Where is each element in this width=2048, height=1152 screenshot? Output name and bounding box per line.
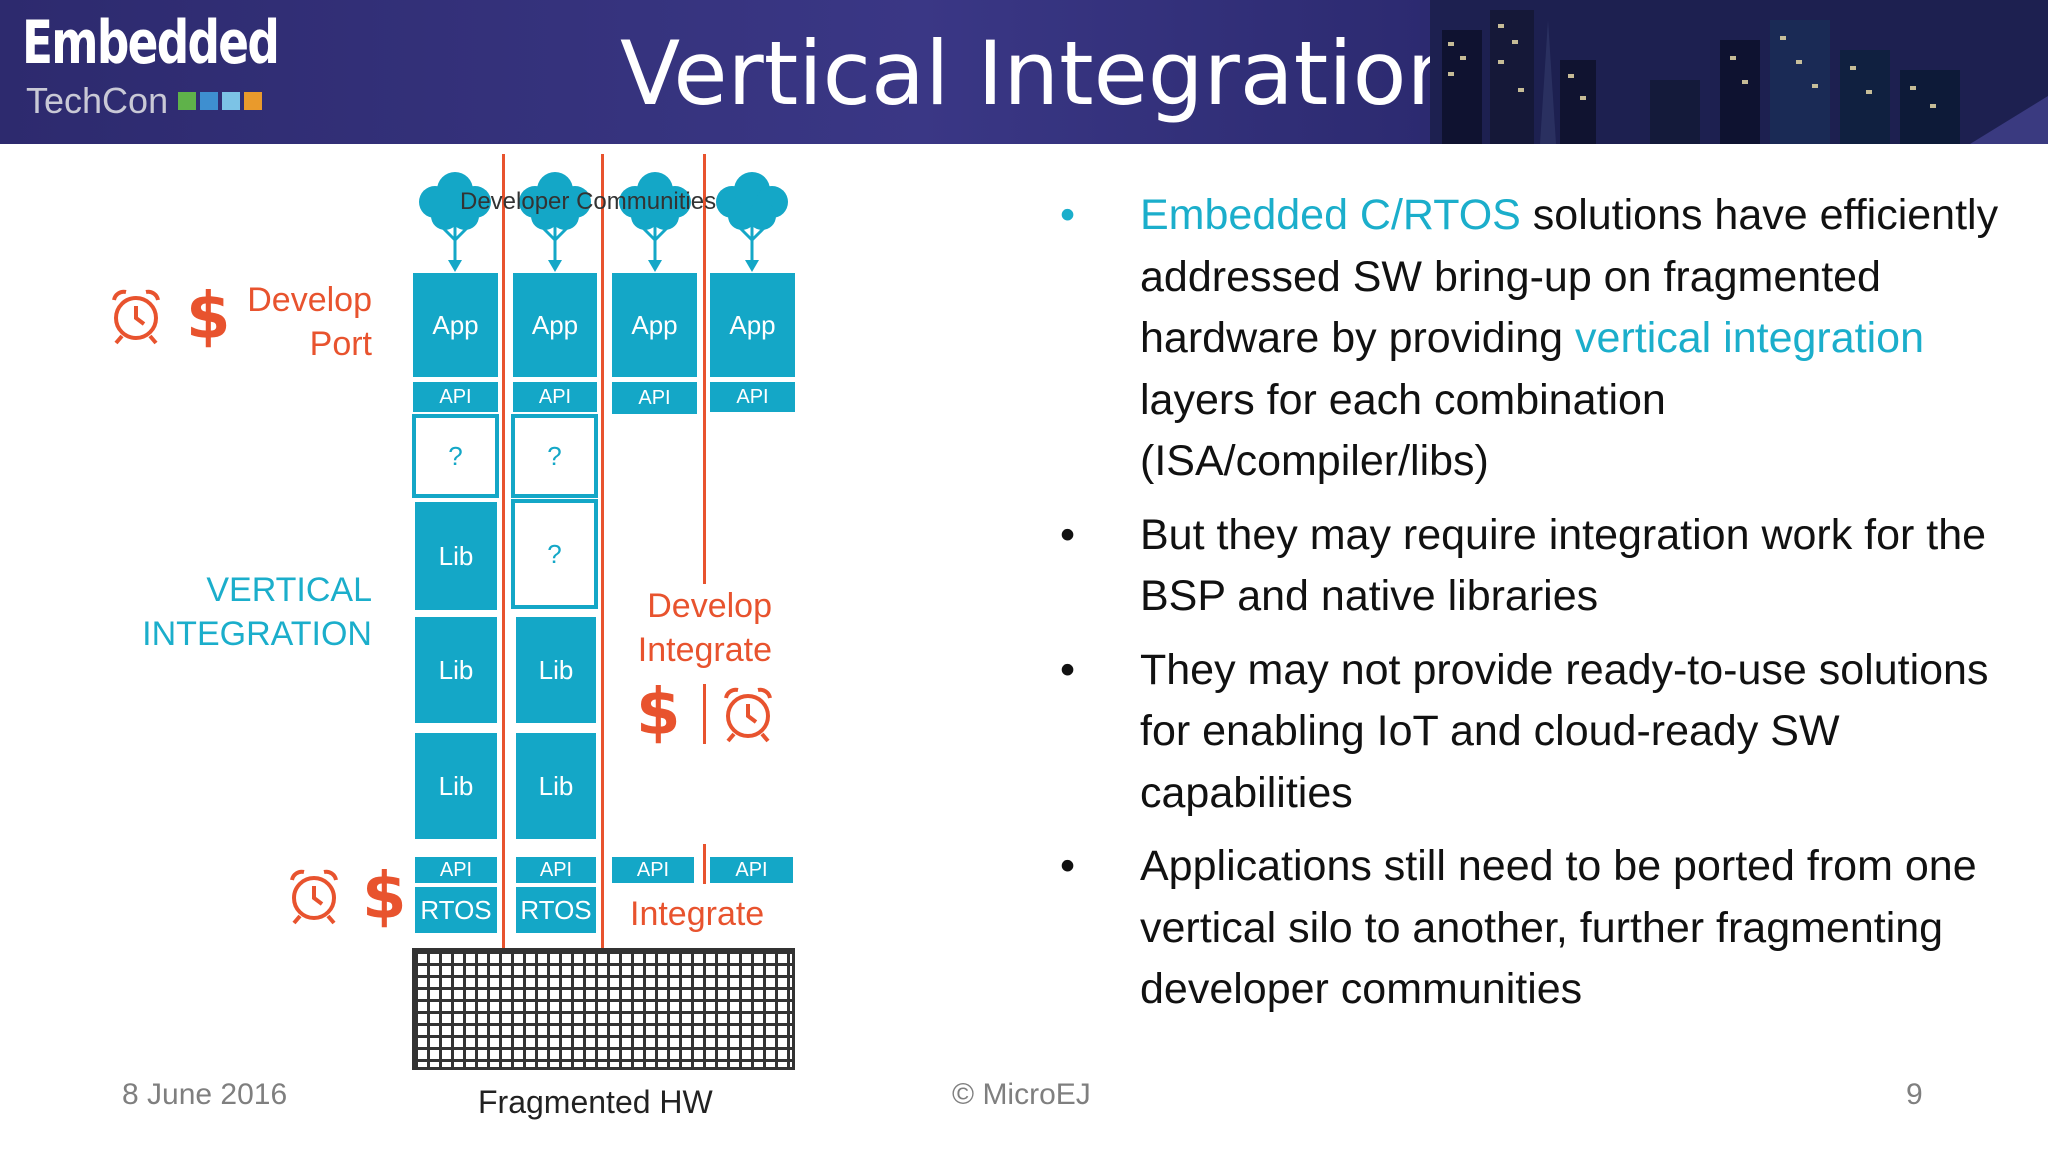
api-block: API [413,382,498,412]
logo-square-icon [222,92,240,110]
lib-block: Lib [415,502,497,610]
api-block: API [513,382,597,412]
vertical-integration-diagram: Developer Communities App App App App AP… [0,144,1000,1152]
unknown-block: ? [412,414,499,498]
footer-date: 8 June 2016 [122,1078,288,1111]
rtos-block: RTOS [415,887,497,933]
bullet-item: • Applications still need to be ported f… [1060,836,2020,1021]
page-number: 9 [1906,1078,1923,1111]
alarm-clock-icon [290,869,338,925]
bullet-item: • Embedded C/RTOS solutions have efficie… [1060,185,2020,493]
logo-techcon: TechCon [26,80,169,121]
alarm-clock-icon [112,289,160,345]
silo-separator-line [703,844,706,884]
bullet-item: • They may not provide ready-to-use solu… [1060,640,2020,825]
lib-block: Lib [516,733,596,839]
api-block: API [612,382,697,414]
silo-separator-line [703,154,706,584]
footer-copyright: © MicroEJ [952,1078,1091,1111]
vertical-integration-label: VERTICAL INTEGRATION [142,571,372,653]
logo-square-icon [200,92,218,110]
fragmented-hw-grid [412,948,795,1070]
cost-dollar-icon: $ [186,280,231,354]
bullet-dot-icon: • [1060,510,1076,559]
developer-cloud-icon [419,172,491,272]
slide-title: Vertical Integration [620,22,1463,125]
app-block: App [413,273,498,377]
api-block: API [612,857,694,883]
bullet-item: • But they may require integration work … [1060,505,2020,628]
city-skyline-image [1430,0,2048,144]
develop-port-label: Develop Port [247,281,372,363]
alarm-clock-icon [724,687,772,743]
app-block: App [513,273,597,377]
developer-communities-label: Developer Communities [460,188,717,215]
rtos-block: RTOS [516,887,596,933]
bullet-dot-icon: • [1060,842,1076,890]
api-block: API [516,857,596,883]
silo-separator-line [601,154,604,966]
api-block: API [710,382,795,412]
cost-dollar-icon: $ [362,860,407,934]
developer-cloud-icon [716,172,788,272]
lib-block: Lib [415,617,497,723]
bullet-dot-icon: • [1060,191,1076,239]
developer-cloud-icon [619,172,691,272]
logo-embedded: Embedded [22,8,280,78]
header-banner: Embedded TechCon Vertical Integration [0,0,2048,144]
logo-square-icon [178,92,196,110]
app-block: App [612,273,697,377]
fragmented-hw-label: Fragmented HW [478,1084,713,1120]
unknown-block: ? [511,499,598,609]
lib-block: Lib [415,733,497,839]
unknown-block: ? [511,414,598,498]
api-block: API [710,857,793,883]
developer-cloud-icon [519,172,591,272]
logo-square-icon [244,92,262,110]
cost-dollar-icon: $ [636,676,681,750]
bullet-dot-icon: • [1060,645,1076,694]
bullet-list: • Embedded C/RTOS solutions have efficie… [1060,185,2020,1033]
develop-integrate-label: Develop Integrate [637,587,772,669]
api-block: API [415,857,497,883]
integrate-label: Integrate [630,895,765,933]
lib-block: Lib [516,617,596,723]
silo-separator-line [703,684,706,744]
silo-separator-line [502,154,505,966]
app-block: App [710,273,795,377]
